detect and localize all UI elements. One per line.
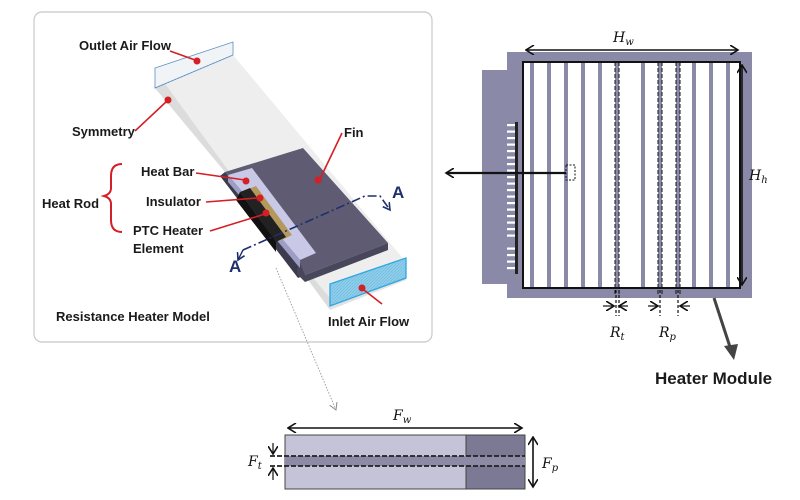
heater-tube <box>726 63 730 287</box>
heater-tube <box>709 63 713 287</box>
heater-tube <box>598 63 602 287</box>
terminal-pin <box>507 143 515 146</box>
terminal-pin <box>507 156 515 159</box>
terminal-pin <box>507 130 515 133</box>
terminal-pin <box>507 202 515 205</box>
module-terminals <box>507 122 518 274</box>
terminal-pin <box>507 247 515 250</box>
heater-tube <box>530 63 534 287</box>
terminal-bus <box>515 122 518 274</box>
terminal-pin <box>507 124 515 127</box>
fp-label: Fp <box>541 456 559 474</box>
panel-title: Resistance Heater Model <box>56 309 210 324</box>
rp-dimension <box>648 290 690 316</box>
terminal-pin <box>507 221 515 224</box>
label-ptc-line2: Element <box>133 241 184 256</box>
heater-tube <box>676 63 680 287</box>
heat-rod-brace <box>100 163 123 233</box>
heater-tube <box>547 63 551 287</box>
heater-tube <box>658 63 662 287</box>
rt-dimension <box>603 290 628 316</box>
callouts <box>134 50 383 305</box>
heater-module: Hw Hh Rt Rp Heater Module <box>446 30 772 388</box>
terminal-pin <box>507 195 515 198</box>
heater-tube <box>692 63 696 287</box>
terminal-pin <box>507 150 515 153</box>
fw-label: Fw <box>392 408 412 426</box>
terminal-pin <box>507 176 515 179</box>
outlet-face <box>154 41 234 89</box>
hw-label: Hw <box>612 30 634 48</box>
module-pointer <box>712 297 733 351</box>
terminal-pin <box>507 234 515 237</box>
terminal-pin <box>507 215 515 218</box>
module-pointer-head <box>724 344 738 360</box>
label-heat-bar: Heat Bar <box>141 164 194 179</box>
heater-tube <box>641 63 645 287</box>
terminal-pin <box>507 260 515 263</box>
label-symmetry: Symmetry <box>72 124 136 139</box>
section-line-a-a: A A <box>229 183 404 276</box>
hh-label: Hh <box>748 168 768 186</box>
label-heat-rod: Heat Rod <box>42 196 99 211</box>
terminal-pin <box>507 228 515 231</box>
rt-label: Rt <box>609 325 626 343</box>
terminal-pin <box>507 137 515 140</box>
section-marker-right: A <box>392 183 404 202</box>
heater-tube <box>615 63 619 287</box>
rp-label: Rp <box>658 325 677 343</box>
module-core <box>522 61 741 289</box>
label-fin: Fin <box>344 125 364 140</box>
resistance-heater-model-panel: A A Outlet Air Flow Symmetry Fin Heat Ba… <box>33 11 433 343</box>
inlet-face <box>329 257 407 307</box>
terminal-pin <box>507 169 515 172</box>
ft-label: Ft <box>247 454 263 472</box>
module-tubes <box>530 62 730 296</box>
terminal-pin <box>507 163 515 166</box>
label-insulator: Insulator <box>146 194 201 209</box>
terminal-pin <box>507 254 515 257</box>
terminal-pin <box>507 182 515 185</box>
label-ptc-line1: PTC Heater <box>133 223 203 238</box>
label-outlet-air-flow: Outlet Air Flow <box>79 38 172 53</box>
label-inlet-air-flow: Inlet Air Flow <box>328 314 410 329</box>
fin-cross-section: Fw Fp Ft <box>247 408 559 490</box>
heater-module-title: Heater Module <box>655 369 772 388</box>
section-marker-left: A <box>229 257 241 276</box>
heater-tube <box>581 63 585 287</box>
terminal-pin <box>507 208 515 211</box>
terminal-pin <box>507 189 515 192</box>
terminal-pin <box>507 267 515 270</box>
tube-section <box>285 456 525 466</box>
heater-tube <box>564 63 568 287</box>
